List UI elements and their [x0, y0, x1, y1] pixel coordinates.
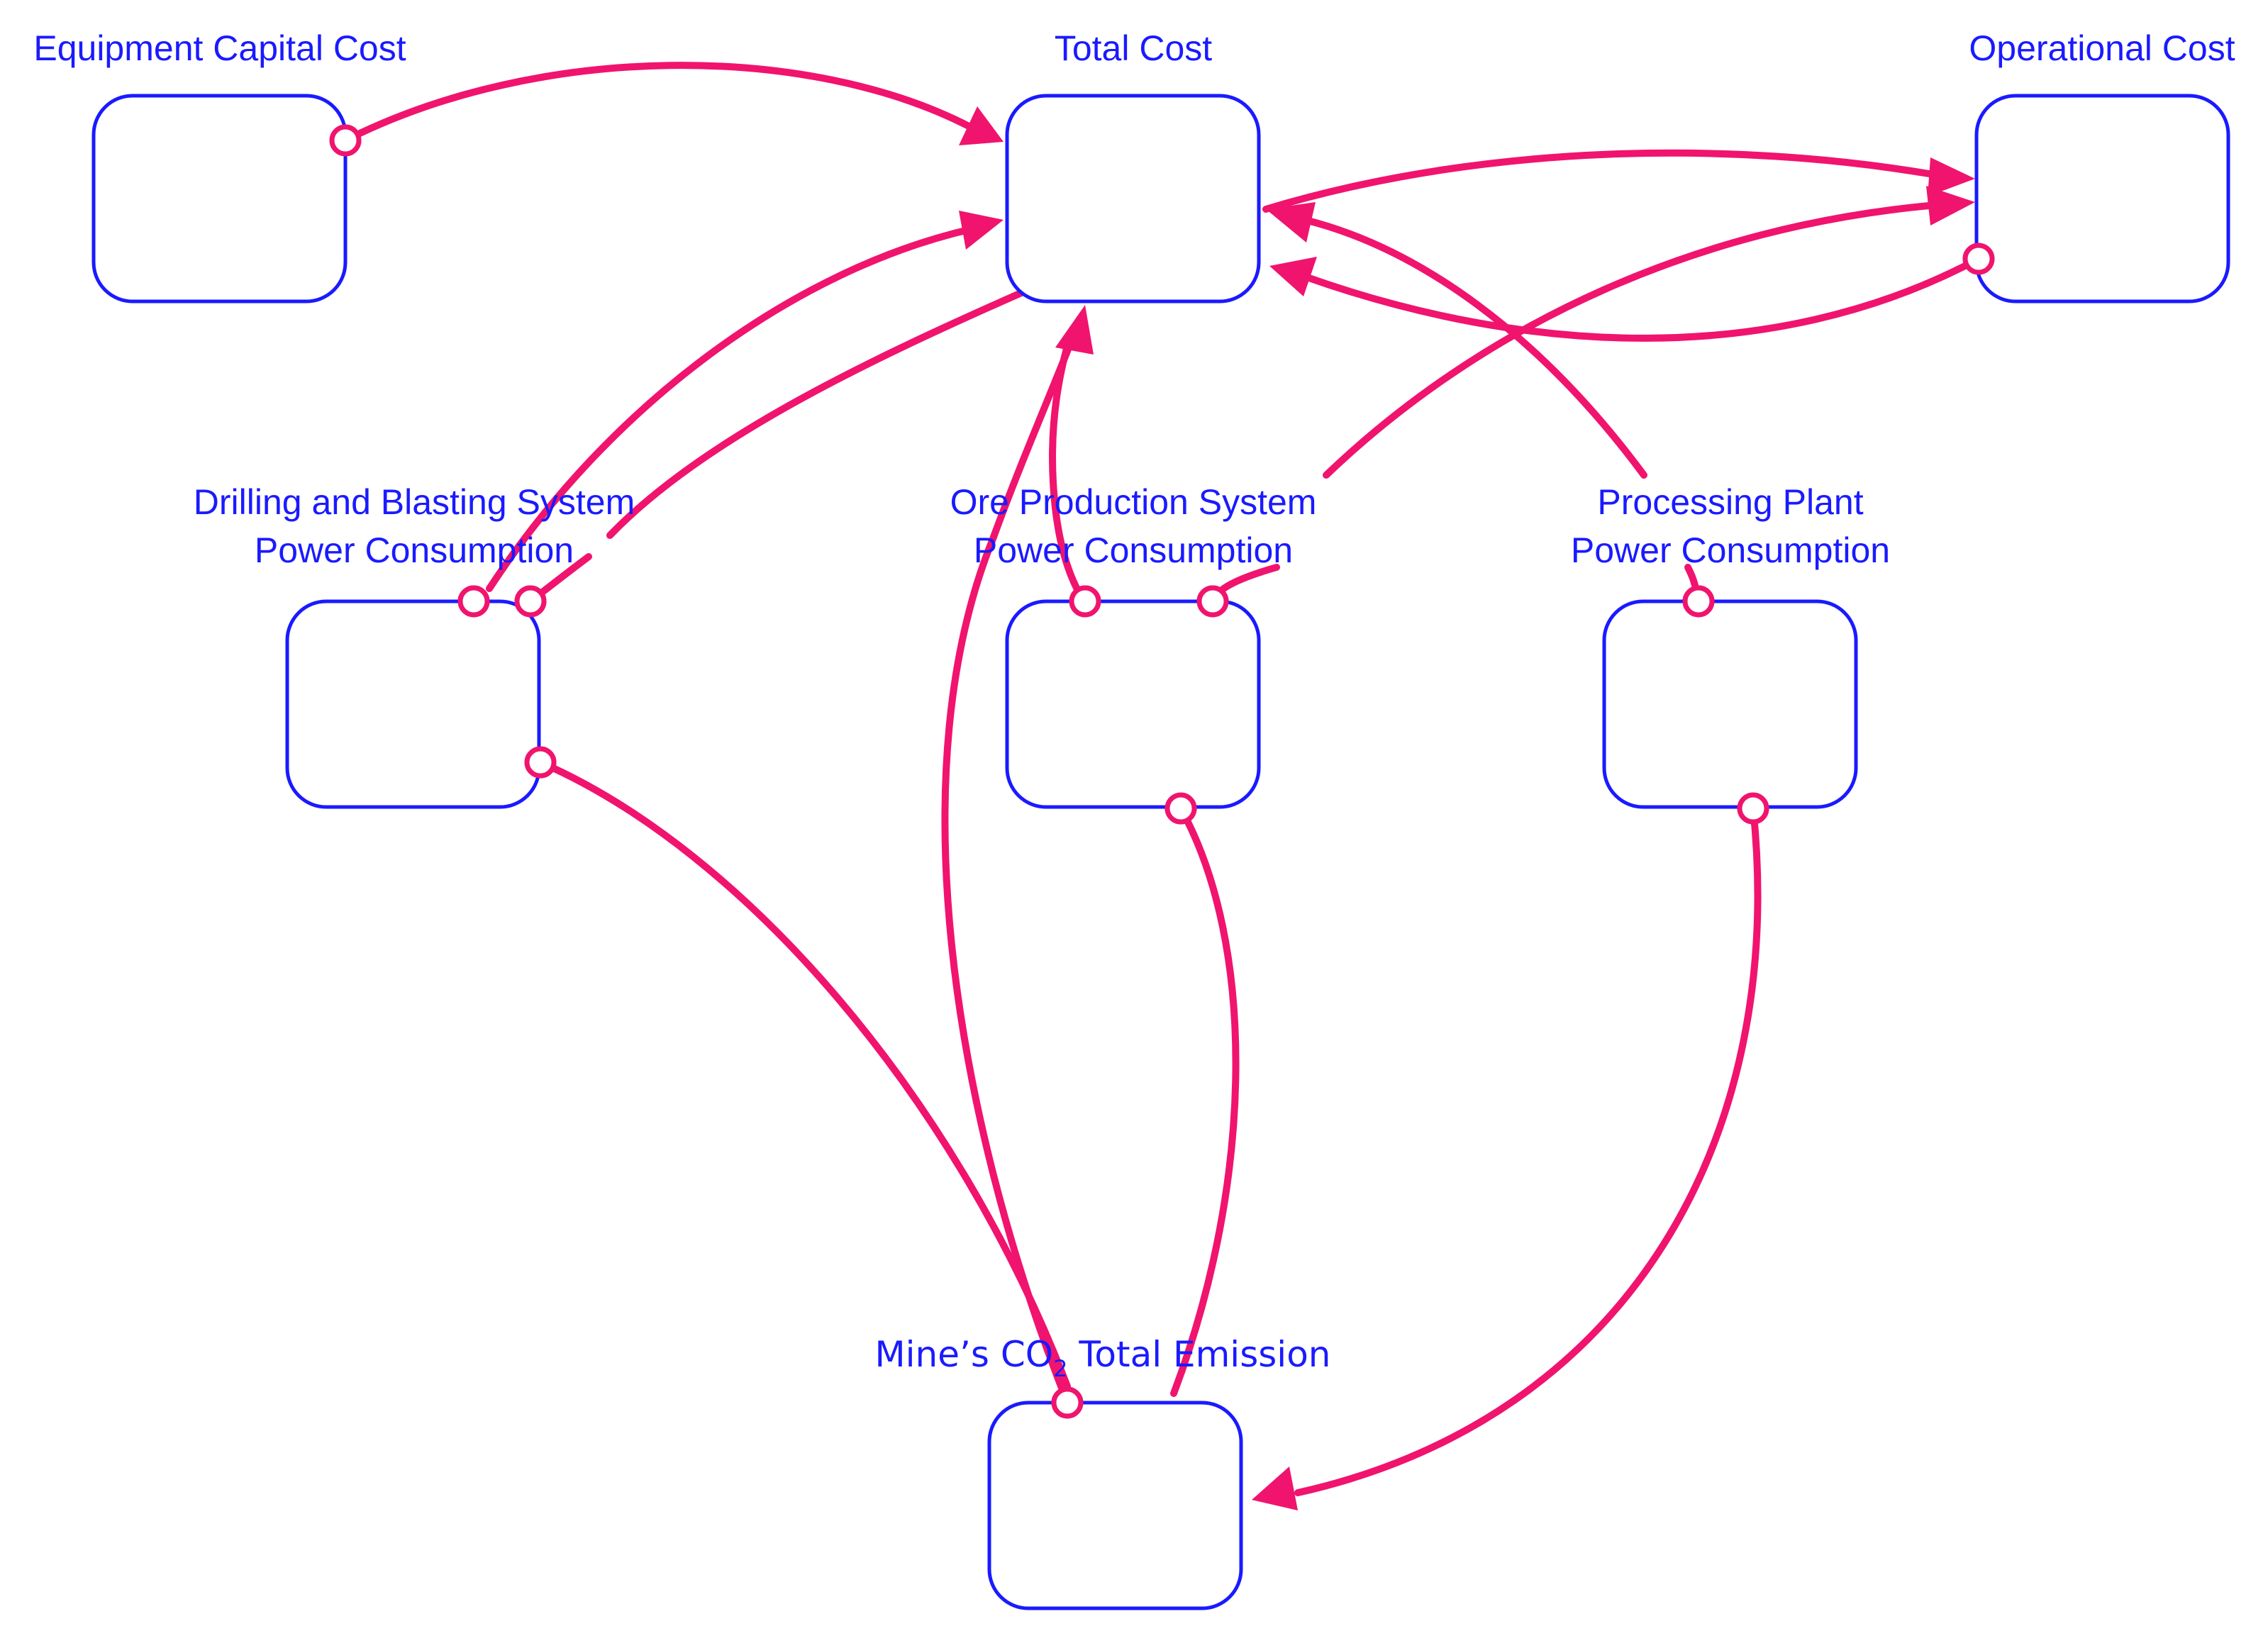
link-tail-icon [1737, 792, 1769, 825]
link-tail-icon [1196, 585, 1229, 618]
node-label-subscript: 2 [1053, 1355, 1067, 1382]
link-tail-icon [457, 585, 490, 618]
node-processing-plant: Processing Plant Power Consumption [1571, 482, 1890, 809]
link-tail-icon [1069, 585, 1101, 618]
link-co2-to-total [941, 330, 1078, 1406]
link-drilling-to-co2 [537, 759, 1071, 1390]
node-label-line1: Processing Plant [1597, 482, 1863, 522]
node-box [987, 1401, 1243, 1610]
link-tail-icon [1682, 585, 1715, 618]
node-total-cost: Total Cost [1005, 28, 1261, 304]
tail-dots-overlay [329, 124, 1995, 1419]
node-label-suffix: Total Emission [1067, 1334, 1330, 1375]
arrowhead-icon [1269, 257, 1317, 296]
node-box [1005, 599, 1261, 809]
link-tail-icon [524, 746, 557, 779]
link-processing-to-co2 [1294, 805, 1762, 1496]
node-ore-production: Ore Production System Power Consumption [950, 482, 1317, 809]
node-label-prefix: Mine’s CO [875, 1334, 1054, 1375]
node-label: Mine’s CO2 Total Emission [875, 1334, 1331, 1382]
link-ore-to-co2 [1170, 805, 1240, 1397]
node-label-line2: Power Consumption [1571, 530, 1890, 570]
link-total-to-drilling [606, 289, 1025, 539]
link-tail-icon [329, 124, 362, 157]
arrowhead-icon [1252, 1466, 1298, 1510]
node-box [1974, 94, 2230, 304]
node-box [285, 599, 541, 809]
link-processing-to-total [1301, 216, 1647, 479]
link-tail-icon [1164, 792, 1197, 825]
link-tail-icon [514, 585, 547, 618]
node-label: Operational Cost [1969, 28, 2235, 68]
link-equipment-to-total [342, 62, 975, 144]
link-ore-to-operational [1323, 202, 1933, 479]
arrowhead-icon [1266, 202, 1316, 243]
nodes: Equipment Capital Cost Total Cost Operat… [33, 28, 2235, 1610]
arrowhead-icon [959, 106, 1004, 145]
node-operational-cost: Operational Cost [1969, 28, 2235, 304]
node-mine-co2-total-emission: Mine’s CO2 Total Emission [875, 1334, 1331, 1610]
arrowhead-icon [1928, 157, 1975, 196]
node-box [91, 94, 348, 304]
arrowhead-icon [1926, 186, 1975, 226]
node-box [1005, 94, 1261, 304]
node-label: Total Cost [1055, 28, 1212, 68]
link-tail-icon [1051, 1386, 1084, 1419]
link-total-to-operational [1262, 149, 1933, 213]
link-tail-icon [1962, 243, 1995, 275]
node-label-line2: Power Consumption [974, 530, 1293, 570]
node-box [1602, 599, 1858, 809]
node-label: Equipment Capital Cost [33, 28, 406, 68]
link-drilling-to-total [486, 226, 975, 592]
node-drilling-blasting: Drilling and Blasting System Power Consu… [194, 482, 635, 809]
node-label-line2: Power Consumption [255, 530, 574, 570]
node-label-line1: Drilling and Blasting System [194, 482, 635, 522]
node-equipment-capital-cost: Equipment Capital Cost [33, 28, 406, 304]
node-label-line1: Ore Production System [950, 482, 1317, 522]
link-operational-to-total [1301, 255, 1982, 342]
arrowhead-icon [959, 211, 1004, 250]
